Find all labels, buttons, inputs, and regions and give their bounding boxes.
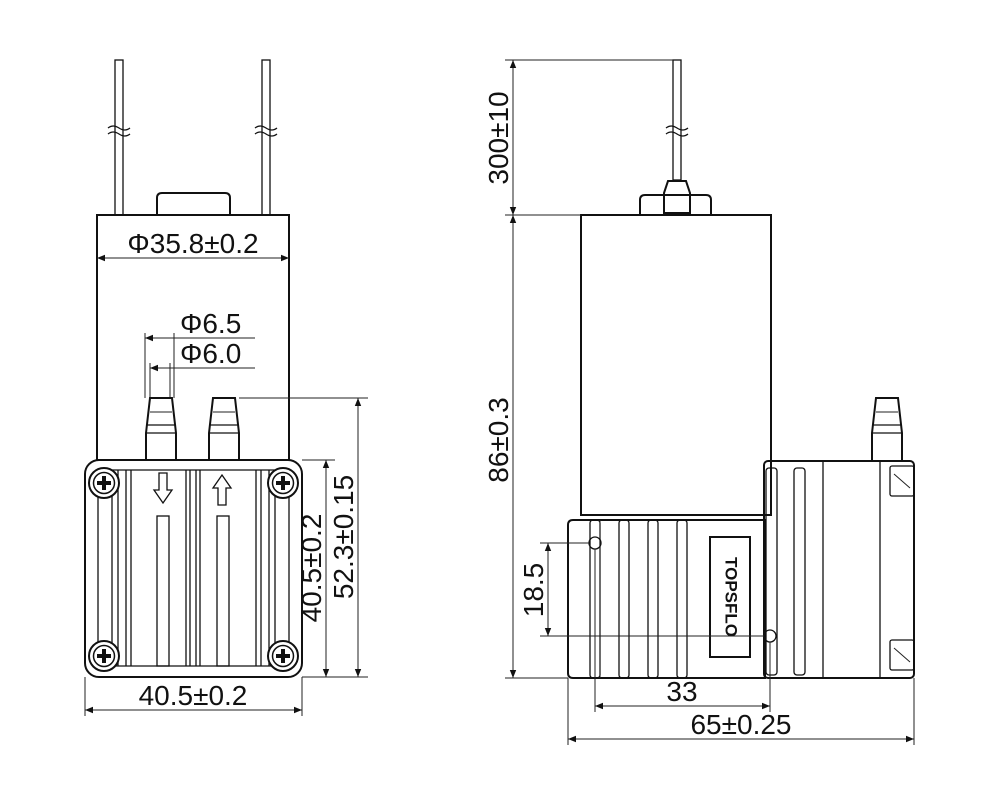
phillips-screw-icon [88, 467, 120, 499]
phillips-screw-icon [88, 640, 120, 672]
dim-total-height: 86±0.3 [483, 397, 514, 482]
side-view: TOPSFLO 300±10 86±0.3 [483, 59, 915, 745]
dim-mount-185: 18.5 [518, 563, 549, 618]
brand-logo: TOPSFLO [709, 536, 751, 658]
pump-head [84, 459, 303, 678]
motor-cap [156, 192, 231, 215]
dim-height-523: 52.3±0.15 [328, 475, 359, 599]
lead-wires [107, 59, 278, 216]
phillips-screw-icon [267, 467, 299, 499]
side-motor-cap [639, 194, 712, 215]
arrow-up-icon [211, 473, 233, 506]
phillips-screw-icon [267, 640, 299, 672]
side-head-block [763, 460, 915, 679]
dim-phi-65: Φ6.5 [180, 308, 241, 339]
arrow-down-icon [152, 472, 174, 505]
front-view: Φ35.8±0.2 Φ6.5 Φ6.0 [84, 59, 368, 716]
side-pump-block [567, 519, 777, 679]
dim-spacing-33: 33 [666, 676, 697, 707]
outlet-fitting [208, 397, 240, 460]
logo-text: TOPSFLO [722, 557, 741, 637]
dim-height-405: 40.5±0.2 [296, 514, 327, 623]
inlet-fitting [145, 397, 177, 460]
side-fitting [871, 397, 903, 461]
side-motor-body [580, 214, 772, 516]
dim-phi-body: Φ35.8±0.2 [127, 228, 258, 259]
dim-total-length: 65±0.25 [690, 709, 791, 740]
side-lead-wire [663, 59, 691, 214]
dim-phi-60: Φ6.0 [180, 338, 241, 369]
dim-width-405: 40.5±0.2 [139, 680, 248, 711]
dim-lead-length: 300±10 [483, 91, 514, 184]
